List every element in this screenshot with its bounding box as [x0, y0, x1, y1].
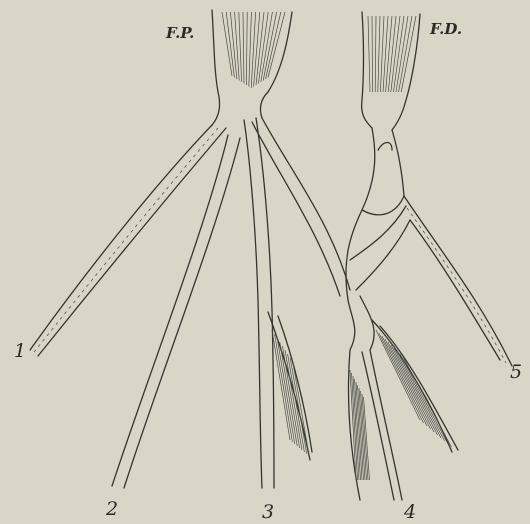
label-fd: F.D. — [429, 20, 462, 38]
hatch-line — [391, 345, 438, 435]
fd-muscle-hatching — [368, 16, 416, 92]
label-4: 4 — [403, 501, 416, 523]
hatch-line — [386, 16, 392, 92]
hatch-line — [394, 348, 441, 438]
hatch-line — [400, 354, 448, 444]
label-3: 3 — [262, 501, 274, 523]
label-1: 1 — [14, 340, 26, 362]
fd-muscle-belly — [362, 12, 420, 130]
fd-tendon-network — [346, 128, 512, 500]
hatch-line — [401, 16, 416, 92]
hatch-line — [403, 357, 452, 447]
label-2: 2 — [105, 498, 118, 520]
label-5: 5 — [510, 361, 522, 383]
hatch-line — [378, 16, 380, 92]
fp-muscle-belly — [212, 10, 292, 125]
hatch-line — [246, 12, 247, 85]
hatch-line — [239, 12, 242, 82]
hatch-line — [375, 16, 376, 92]
tendon-3 — [244, 118, 312, 488]
hatch-line — [397, 351, 445, 441]
hatch-line — [251, 12, 255, 88]
hatch-line — [368, 16, 370, 92]
label-fp: F.P. — [165, 24, 194, 42]
hatch-line — [399, 16, 412, 92]
hatch-line — [396, 16, 408, 92]
hatch-line — [254, 12, 260, 87]
hatch-line — [388, 342, 434, 432]
hatch-line — [382, 336, 427, 426]
hatch-line — [243, 12, 244, 84]
hatch-line — [249, 12, 252, 87]
hatch-line — [385, 339, 431, 429]
tendon-3-hatching — [272, 330, 309, 456]
hatch-line — [372, 16, 373, 92]
hatch-line — [235, 12, 240, 81]
